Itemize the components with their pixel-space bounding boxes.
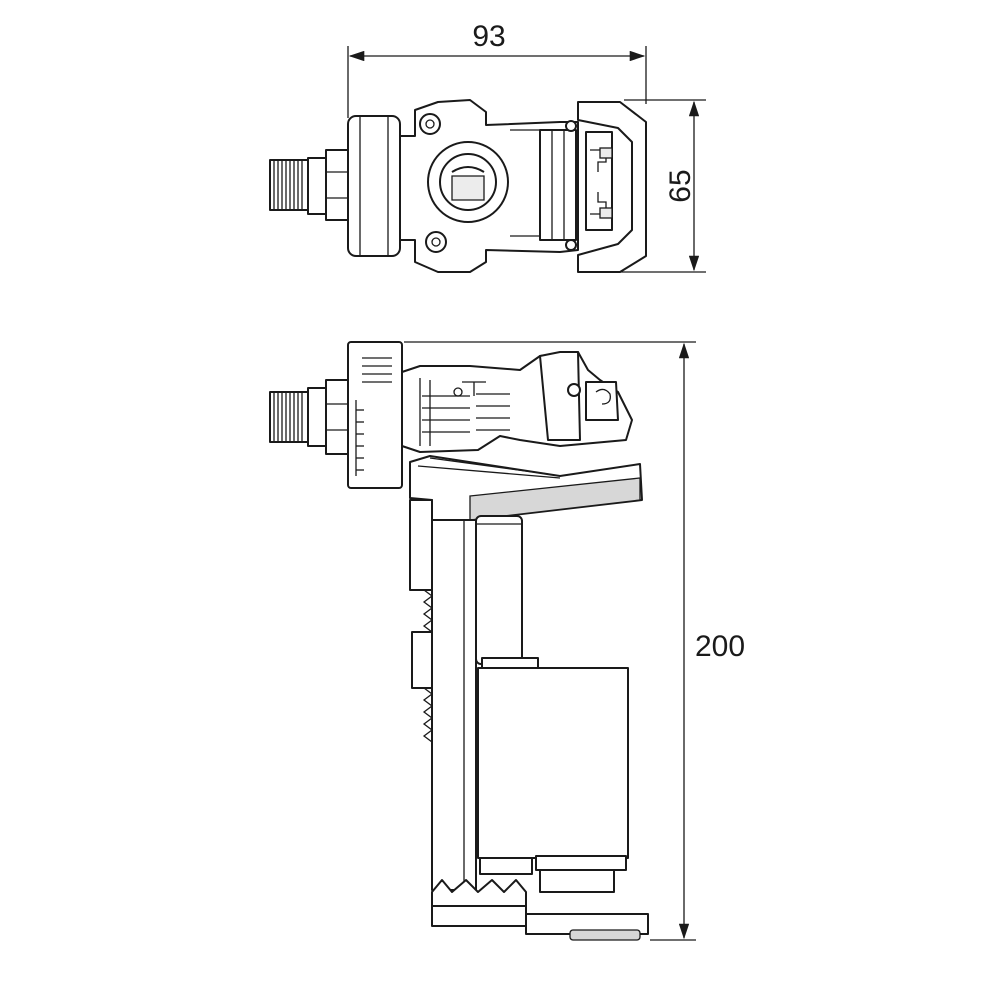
spring-rod-side	[409, 499, 434, 743]
valve-head-side	[401, 351, 633, 453]
threaded-inlet-side	[269, 379, 349, 455]
width-dimension: 93	[347, 20, 647, 118]
top-view	[269, 99, 647, 273]
side-view	[269, 341, 649, 941]
float-bracket-top	[577, 101, 647, 273]
lock-nut-side	[347, 341, 403, 489]
width-label: 93	[472, 20, 505, 53]
depth-dimension: 65	[620, 99, 706, 273]
valve-column-side	[431, 515, 523, 891]
threaded-inlet-top	[269, 149, 349, 221]
base-foot-side	[431, 879, 649, 941]
float-cup-side	[477, 657, 629, 893]
height-label: 200	[695, 630, 745, 663]
height-dimension: 200	[404, 341, 745, 941]
lock-nut-top	[347, 115, 401, 257]
valve-body-top	[399, 99, 579, 273]
depth-label: 65	[664, 169, 697, 202]
